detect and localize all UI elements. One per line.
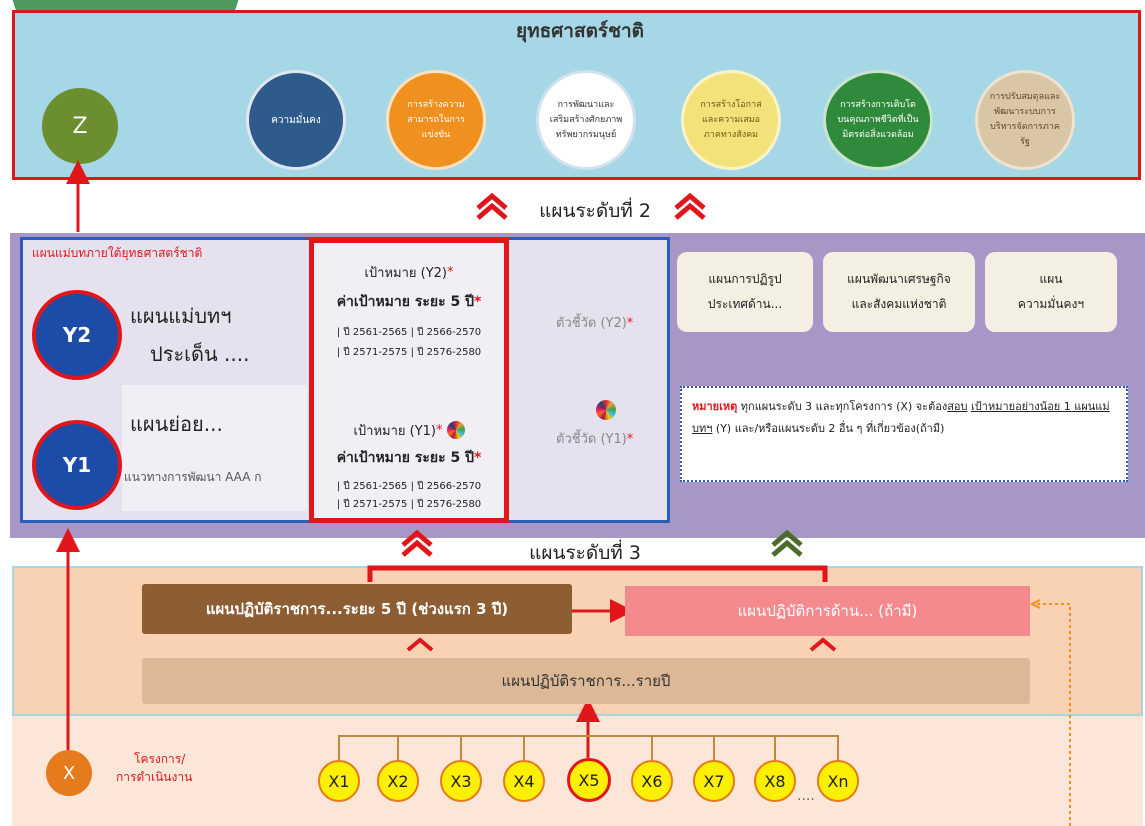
- strategy-badge-competitiveness: การสร้างความสามารถในการแข่งขัน: [386, 70, 486, 170]
- master-plan-title: แผนแม่บทภายใต้ยุทธศาสตร์ชาติ: [32, 246, 203, 260]
- z-label: Z: [72, 113, 88, 139]
- project-x1: X1: [318, 760, 360, 802]
- y2-plan-text: แผนแม่บทฯ: [130, 304, 232, 328]
- dotted-feedback-line: [1036, 603, 1071, 826]
- y2-issue-text: ประเด็น ....: [150, 342, 250, 366]
- national-strategy-title: ยุทธศาสตร์ชาติ: [515, 20, 645, 42]
- note-link2: เป้าหมายอย่างน้อย 1 แผนแม่บทฯ: [692, 400, 1110, 435]
- strategy-badge-green-growth: การสร้างการเติบโตบนคุณภาพชีวิตที่เป็นมิต…: [823, 70, 933, 170]
- chevron-level3-green-icon: [771, 529, 803, 557]
- chevron-level2-left-icon: [476, 192, 508, 220]
- star-y1-sub: *: [473, 450, 482, 466]
- strategy-badge-human-capital: การพัฒนาและเสริมสร้างศักยภาพทรัพยากรมนุษ…: [536, 70, 636, 170]
- strategy-badge-equality: การสร้างโอกาสและความเสมอภาคทางสังคม: [681, 70, 781, 170]
- other-plan-security: แผน ความมั่นคงฯ: [985, 252, 1117, 332]
- note-text1: ทุกแผนระดับ 3 และทุกโครงการ (X) จะต้อง: [737, 400, 948, 413]
- chevron-level3-red-icon: [401, 529, 433, 557]
- note-link1: สอบ: [947, 400, 968, 413]
- note-label: หมายเหตุ: [692, 400, 738, 413]
- bracket-level3: [367, 565, 828, 582]
- sdg-wheel-small-icon: [596, 400, 616, 420]
- target-y1-years2: | ปี 2571-2575 | ปี 2576-2580: [336, 498, 482, 510]
- star-indicator-y1: *: [626, 432, 634, 447]
- y1-subplan-text: แผนย่อย...: [130, 412, 223, 436]
- project-x7: X7: [693, 760, 735, 802]
- target-y1-years1: | ปี 2561-2565 | ปี 2566-2570: [336, 480, 482, 492]
- indicator-y1: ตัวชี้วัด (Y1)*: [556, 432, 634, 447]
- target-y1-sub: ค่าเป้าหมาย ระยะ 5 ปี*: [336, 450, 482, 466]
- target-y2-years1: | ปี 2561-2565 | ปี 2566-2570: [336, 326, 482, 338]
- project-x8: X8: [754, 760, 796, 802]
- sdg-wheel-icon: [446, 421, 465, 439]
- y1-box: [122, 385, 307, 511]
- plan-5yr-box: แผนปฏิบัติราชการ...ระยะ 5 ปี (ช่วงแรก 3 …: [142, 584, 572, 634]
- project-x3: X3: [440, 760, 482, 802]
- plan-specific-box: แผนปฏิบัติการด้าน... (ถ้ามี): [625, 586, 1030, 636]
- strategy-badge-security: ความมั่นคง: [246, 70, 346, 170]
- target-y1-title: เป้าหมาย (Y1)*: [314, 420, 504, 440]
- indicator-y2: ตัวชี้วัด (Y2)*: [556, 316, 634, 331]
- star-y2-title: *: [447, 264, 454, 280]
- y2-circle: Y2: [32, 290, 122, 380]
- star-y1-title: *: [436, 422, 443, 438]
- other-plan-reform: แผนการปฏิรูป ประเทศด้าน...: [677, 252, 813, 332]
- targets-frame: [309, 238, 509, 523]
- project-bracket: [338, 735, 839, 760]
- y1-guideline-text: แนวทางการพัฒนา AAA ก: [124, 470, 262, 484]
- plan-annual-box: แผนปฏิบัติราชการ...รายปี: [142, 658, 1030, 704]
- chevron-annual-to-specific-icon: [809, 637, 837, 652]
- project-caption: โครงการ/ การดำเนินงาน: [116, 752, 193, 784]
- project-x5: X5: [567, 758, 611, 802]
- project-x4: X4: [503, 760, 545, 802]
- note-text2: (Y) และ/หรือแผนระดับ 2 อื่น ๆ ที่เกี่ยวข…: [712, 422, 945, 435]
- note-box: หมายเหตุ ทุกแผนระดับ 3 และทุกโครงการ (X)…: [680, 386, 1128, 482]
- project-x6: X6: [631, 760, 673, 802]
- strategy-badge-public-admin: การปรับสมดุลและพัฒนาระบบการบริหารจัดการภ…: [975, 70, 1075, 170]
- target-y2-sub: ค่าเป้าหมาย ระยะ 5 ปี*: [336, 294, 482, 310]
- project-ellipsis: ....: [797, 788, 815, 804]
- y1-circle: Y1: [32, 420, 122, 510]
- chevron-annual-to-5yr-icon: [406, 637, 434, 652]
- x-circle: X: [46, 750, 92, 796]
- chevron-level2-right-icon: [674, 192, 706, 220]
- project-x2: X2: [377, 760, 419, 802]
- level3-heading: แผนระดับที่ 3: [529, 542, 641, 564]
- target-y2-title: เป้าหมาย (Y2)*: [364, 264, 454, 281]
- target-y2-years2: | ปี 2571-2575 | ปี 2576-2580: [336, 346, 482, 358]
- star-y2-sub: *: [473, 294, 482, 310]
- project-xn: Xn: [817, 760, 859, 802]
- other-plan-economic-social: แผนพัฒนาเศรษฐกิจ และสังคมแห่งชาติ: [823, 252, 975, 332]
- star-indicator-y2: *: [626, 316, 634, 331]
- z-circle: Z: [42, 88, 118, 164]
- level2-heading: แผนระดับที่ 2: [539, 200, 651, 222]
